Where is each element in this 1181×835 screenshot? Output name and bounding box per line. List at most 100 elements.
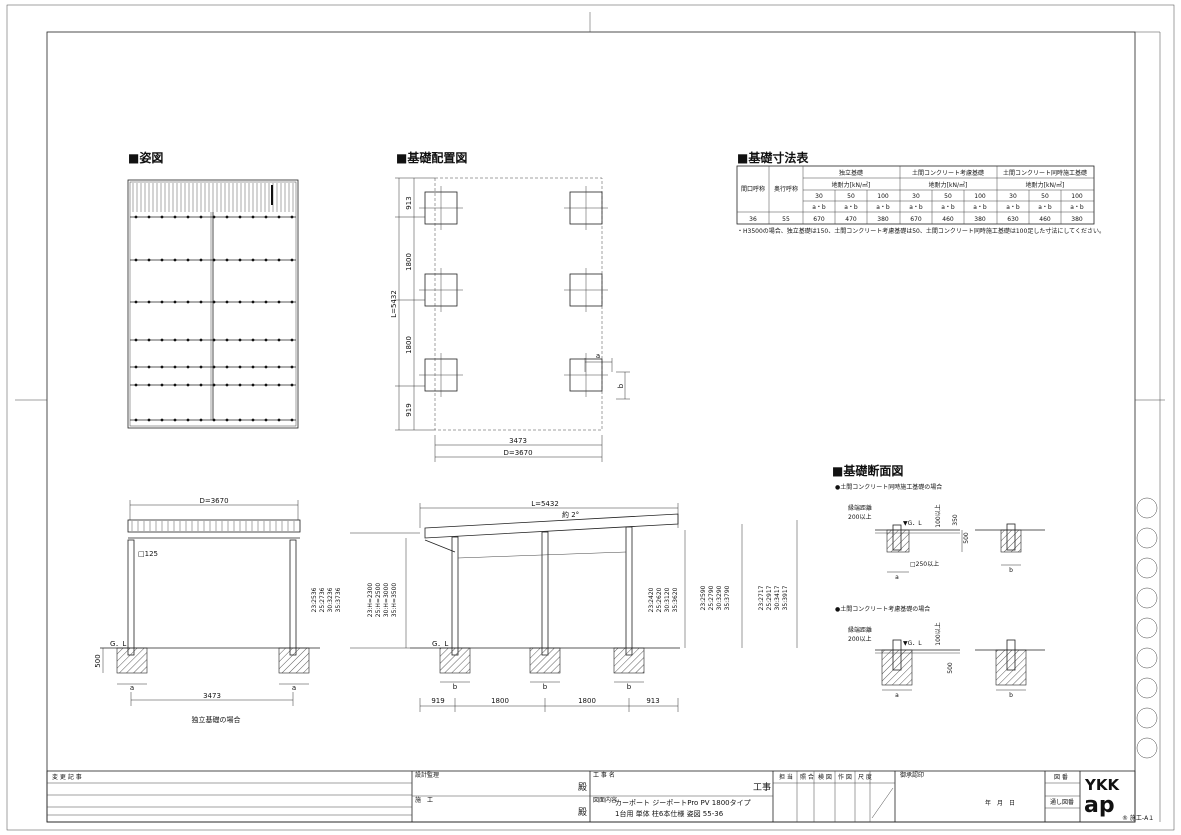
- front-gl: G．L: [110, 640, 126, 648]
- side-hl3: 35:H=3500: [391, 583, 398, 618]
- beam-bolt: [277, 338, 281, 342]
- ab-label: a・b: [876, 204, 890, 211]
- beam-bolt: [160, 338, 164, 342]
- beam-bolt: [160, 300, 164, 304]
- load-value: 50: [1041, 193, 1049, 200]
- beam-bolt: [238, 300, 242, 304]
- beam-bolt: [199, 300, 203, 304]
- table-title: ■基礎寸法表: [737, 150, 809, 165]
- foundation-layout: 913 1800 1800 919 L=5432 3473 D=3670 a b: [390, 177, 630, 462]
- beam-bolt: [199, 215, 203, 219]
- beam-bolt: [277, 215, 281, 219]
- section-case-2: ●土間コンクリート考慮基礎の場合 縁端距離 200以上 ▼G．L 100以上 5…: [835, 605, 1045, 699]
- table-cell: 380: [1071, 216, 1083, 223]
- side-b3: b: [627, 683, 632, 691]
- beam-bolt: [147, 215, 151, 219]
- beam-bolt: [134, 338, 138, 342]
- beam-bolt: [173, 418, 177, 422]
- beam-bolt: [186, 383, 190, 387]
- drawing-label: 図面内容: [593, 796, 617, 804]
- front-h0: 23:2536: [311, 587, 318, 612]
- side-hm0: 23:2420: [648, 587, 655, 612]
- side-b2: b: [543, 683, 548, 691]
- side-hm3: 35:3620: [672, 587, 679, 612]
- side-hn0: 23:2590: [700, 585, 707, 610]
- beam-bolt: [225, 383, 229, 387]
- ab-label: a・b: [1070, 204, 1084, 211]
- ab-label: a・b: [812, 204, 826, 211]
- side-hm1: 25:2620: [656, 587, 663, 612]
- beam-bolt: [160, 258, 164, 262]
- load-value: 100: [974, 193, 986, 200]
- table-cell: 460: [1039, 216, 1051, 223]
- load-value: 30: [1009, 193, 1017, 200]
- beam-bolt: [264, 383, 268, 387]
- dim-913: 913: [405, 196, 413, 209]
- beam-bolt: [160, 383, 164, 387]
- case1-label: ●土間コンクリート同時施工基礎の場合: [835, 483, 942, 491]
- beam-bolt: [186, 300, 190, 304]
- front-post: □125: [138, 550, 158, 558]
- stamp-4: 尺 度: [858, 773, 872, 781]
- approval-label: 御承認印: [900, 771, 924, 779]
- table-cell: 470: [845, 216, 857, 223]
- section-case-1: ●土間コンクリート同時施工基礎の場合 縁端距離 200以上 ▼G．L 100以上…: [835, 483, 1045, 581]
- brand-top: YKK: [1084, 776, 1120, 794]
- beam-bolt: [173, 365, 177, 369]
- beam-bolt: [147, 338, 151, 342]
- front-a2: a: [292, 684, 296, 692]
- beam-bolt: [134, 300, 138, 304]
- beam-bolt: [251, 300, 255, 304]
- stamp-1: 照 合: [800, 773, 814, 781]
- beam-bolt: [238, 365, 242, 369]
- beam-bolt: [277, 258, 281, 262]
- beam-bolt: [290, 418, 294, 422]
- beam-bolt: [199, 418, 203, 422]
- beam-bolt: [147, 418, 151, 422]
- load-value: 50: [847, 193, 855, 200]
- beam-bolt: [225, 300, 229, 304]
- beam-bolt: [173, 258, 177, 262]
- group-0: 独立基礎: [839, 169, 863, 177]
- beam-bolt: [186, 215, 190, 219]
- beam-bolt: [264, 365, 268, 369]
- beam-bolt: [290, 215, 294, 219]
- side-elevation: L=5432 約 2° G．L b b b 919 1800 1800 913 …: [350, 500, 798, 712]
- table-cell: 670: [910, 216, 922, 223]
- supervisor-label: 設計監理: [415, 771, 439, 779]
- front-h1: 25:2736: [319, 587, 326, 612]
- sub-1: 地耐力[kN/㎡]: [929, 181, 968, 189]
- load-value: 100: [877, 193, 889, 200]
- beam-bolt: [225, 258, 229, 262]
- beam-bolt: [290, 365, 294, 369]
- contractor-dono: 殿: [578, 807, 587, 818]
- beam-bolt: [251, 215, 255, 219]
- beam-bolt: [225, 365, 229, 369]
- side-hl0: 23:H=2300: [367, 583, 374, 618]
- side-slope: 約 2°: [562, 510, 579, 519]
- case1-b: b: [1009, 567, 1013, 574]
- table-cell: 380: [877, 216, 889, 223]
- table-cell: 460: [942, 216, 954, 223]
- beam-bolt: [264, 258, 268, 262]
- side-hr0: 23:2717: [758, 585, 765, 610]
- beam-bolt: [212, 258, 216, 262]
- title-block: 変 更 記 事 設計監理 殿 施 工 殿 工 事 名 工事 図面内容 カーポート…: [46, 770, 1154, 823]
- beam-bolt: [134, 215, 138, 219]
- beam-bolt: [264, 338, 268, 342]
- beam-bolt: [277, 300, 281, 304]
- section-title: ■基礎断面図: [832, 463, 903, 478]
- beam-bolt: [147, 300, 151, 304]
- beam-bolt: [225, 338, 229, 342]
- contractor-label: 施 工: [415, 796, 433, 804]
- dim-1800-b: 1800: [405, 336, 413, 354]
- case2-200: 200以上: [848, 635, 871, 643]
- roof-plan-view: [127, 179, 299, 429]
- beam-bolt: [147, 383, 151, 387]
- side-hn2: 30:3290: [716, 585, 723, 610]
- beam-bolt: [264, 300, 268, 304]
- beam-bolt: [238, 338, 242, 342]
- beam-bolt: [251, 383, 255, 387]
- beam-bolt: [212, 338, 216, 342]
- beam-bolt: [147, 365, 151, 369]
